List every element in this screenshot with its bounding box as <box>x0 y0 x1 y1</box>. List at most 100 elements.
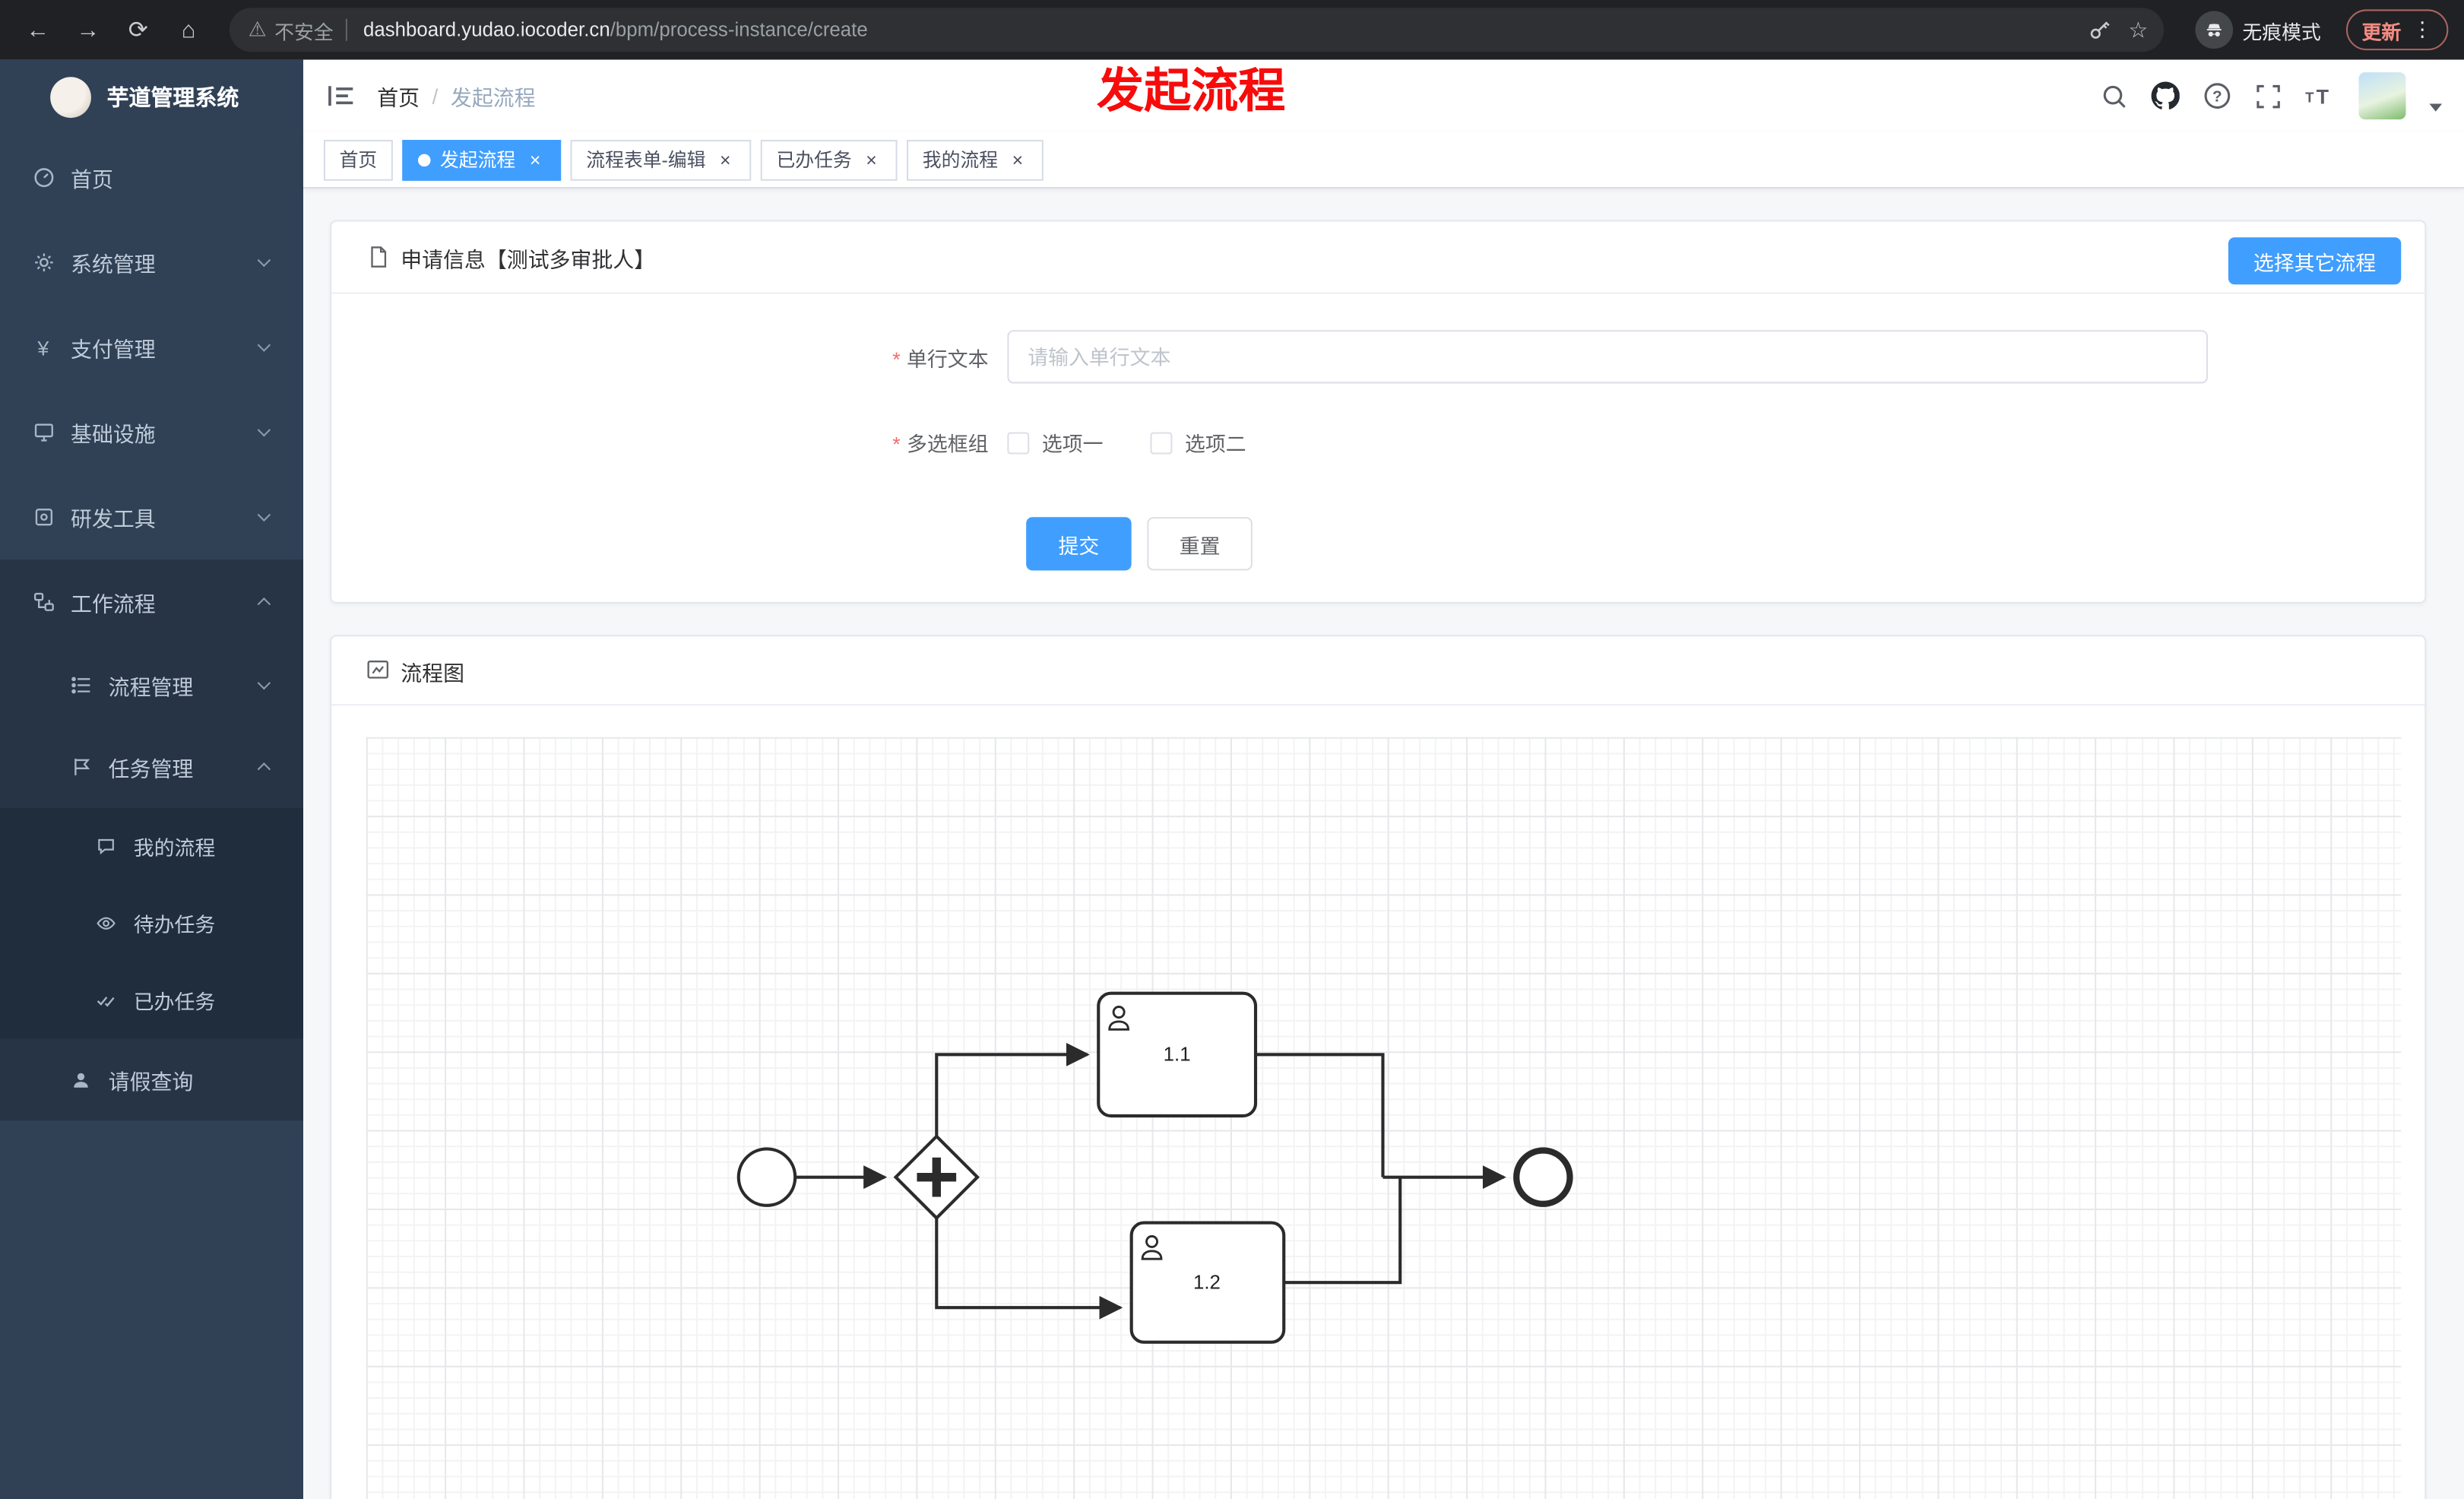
required-asterisk: * <box>892 346 901 370</box>
bpmn-start-event[interactable] <box>736 1147 797 1207</box>
choose-other-process-button[interactable]: 选择其它流程 <box>2228 237 2402 285</box>
submit-button[interactable]: 提交 <box>1026 517 1132 571</box>
process-diagram-card-title: 流程图 <box>401 661 464 685</box>
reset-button[interactable]: 重置 <box>1147 517 1253 571</box>
security-label: 不安全 <box>274 21 334 43</box>
user-task-icon <box>1141 1234 1163 1260</box>
breadcrumb: 首页 / 发起流程 <box>377 80 535 111</box>
bpmn-diagram: 1.1 1.2 <box>736 991 1573 1344</box>
tab-close-icon[interactable] <box>861 149 882 170</box>
document-icon <box>371 246 387 268</box>
svg-text:?: ? <box>2212 88 2222 106</box>
sidebar-item-infrastructure[interactable]: 基础设施 <box>0 390 303 475</box>
chevron-down-icon <box>257 676 271 690</box>
chat-bubble-icon <box>94 835 118 858</box>
flow-task2-out <box>1284 1177 1402 1285</box>
sidebar-item-process-management[interactable]: 流程管理 <box>0 644 304 727</box>
workflow-icon <box>31 590 55 613</box>
chevron-down-icon <box>257 423 271 437</box>
breadcrumb-current: 发起流程 <box>450 86 536 110</box>
checkbox-option-1[interactable]: 选项一 <box>1007 427 1103 457</box>
address-bar[interactable]: ⚠ 不安全 dashboard.yudao.iocoder.cn /bpm/pr… <box>229 8 2165 52</box>
page-content: 申请信息【测试多审批人】 选择其它流程 *单行文本 *多选框组 <box>303 189 2464 1499</box>
sidebar-collapse-icon[interactable] <box>327 84 355 109</box>
main-area: 首页 / 发起流程 <box>303 59 2464 1499</box>
tab-home[interactable]: 首页 <box>323 138 393 180</box>
browser-update-button[interactable]: 更新 ⋮ <box>2345 9 2449 51</box>
bpmn-canvas[interactable]: 1.1 1.2 <box>366 737 2402 1499</box>
gear-icon <box>31 251 55 274</box>
font-size-icon[interactable]: T T <box>2305 82 2335 110</box>
browser-home-button[interactable]: ⌂ <box>181 16 196 43</box>
app-logo-row[interactable]: 芋道管理系统 <box>0 60 303 135</box>
chevron-down-icon <box>257 508 271 522</box>
incognito-label: 无痕模式 <box>2242 21 2321 43</box>
github-icon[interactable] <box>2151 81 2180 110</box>
browser-forward-button[interactable]: → <box>76 16 100 43</box>
bpmn-user-task-2[interactable] <box>1129 1221 1286 1344</box>
bpmn-end-event[interactable] <box>1513 1147 1573 1207</box>
help-icon[interactable]: ? <box>2203 82 2231 110</box>
apply-info-card-title: 申请信息【测试多审批人】 <box>401 247 656 271</box>
checkbox-icon[interactable] <box>1150 431 1173 454</box>
task1-label: 1.1 <box>1164 1044 1191 1066</box>
form-row-text: *单行文本 <box>331 330 2424 384</box>
breadcrumb-home[interactable]: 首页 <box>377 86 420 110</box>
not-secure-warning-icon: ⚠ <box>248 17 267 41</box>
user-avatar[interactable] <box>2358 72 2406 120</box>
tab-close-icon[interactable] <box>1007 149 1028 170</box>
sidebar-item-workflow[interactable]: 工作流程 <box>0 559 304 645</box>
tab-form-edit[interactable]: 流程表单-编辑 <box>570 138 752 180</box>
sidebar-item-done-tasks[interactable]: 已办任务 <box>0 962 304 1039</box>
app-title: 芋道管理系统 <box>106 84 239 110</box>
tab-done-tasks[interactable]: 已办任务 <box>760 138 898 180</box>
sidebar-item-my-processes[interactable]: 我的流程 <box>0 807 304 886</box>
double-check-icon <box>94 989 118 1013</box>
sidebar-item-system-management[interactable]: 系统管理 <box>0 220 303 305</box>
dashboard-icon <box>31 166 55 189</box>
tab-close-icon[interactable] <box>525 149 546 170</box>
browser-back-button[interactable]: ← <box>26 16 50 43</box>
chevron-down-icon <box>257 253 271 268</box>
flag-icon <box>69 755 93 778</box>
parallel-gateway-plus-icon <box>917 1157 957 1197</box>
search-icon[interactable] <box>2101 83 2127 109</box>
chevron-up-icon <box>257 597 271 611</box>
diagram-icon <box>367 661 389 679</box>
sidebar-item-leave-query[interactable]: 请假查询 <box>0 1038 304 1121</box>
page-header: 首页 / 发起流程 <box>303 59 2464 132</box>
checkbox-group: 选项一 选项二 <box>1007 427 1246 457</box>
checkbox-group-label: *多选框组 <box>892 432 989 456</box>
sidebar-item-payment-management[interactable]: ¥ 支付管理 <box>0 305 303 390</box>
required-asterisk: * <box>892 432 901 456</box>
list-icon <box>69 673 93 697</box>
apply-info-card-header: 申请信息【测试多审批人】 <box>331 222 2425 294</box>
checkbox-icon[interactable] <box>1007 431 1030 454</box>
tabs-bar: 首页 发起流程 流程表单-编辑 已办任务 我的流程 <box>303 132 2464 189</box>
browser-menu-icon[interactable]: ⋮ <box>2412 17 2433 41</box>
sidebar-item-dev-tools[interactable]: 研发工具 <box>0 474 303 559</box>
bookmark-star-icon[interactable]: ☆ <box>2128 16 2149 42</box>
yen-icon: ¥ <box>37 335 49 360</box>
browser-toolbar: ← → ⟳ ⌂ ⚠ 不安全 dashboard.yudao.iocoder.cn… <box>0 0 2464 60</box>
single-line-text-input[interactable] <box>1007 330 2208 384</box>
sidebar-item-todo-tasks[interactable]: 待办任务 <box>0 885 304 962</box>
tab-my-processes[interactable]: 我的流程 <box>907 138 1044 180</box>
flow-gateway-to-task2 <box>935 1218 1123 1320</box>
fullscreen-icon[interactable] <box>2255 83 2282 109</box>
avatar-dropdown-caret-icon[interactable] <box>2429 103 2443 111</box>
sidebar: 芋道管理系统 首页 系统管理 <box>0 59 304 1499</box>
user-task-icon <box>1108 1006 1129 1031</box>
apply-info-card: 申请信息【测试多审批人】 选择其它流程 *单行文本 *多选框组 <box>330 220 2427 604</box>
sidebar-item-task-management[interactable]: 任务管理 <box>0 726 304 808</box>
checkbox-option-2[interactable]: 选项二 <box>1150 427 1246 457</box>
tab-start-process[interactable]: 发起流程 <box>402 138 562 180</box>
sidebar-item-home[interactable]: 首页 <box>0 135 303 220</box>
process-diagram-card-header: 流程图 <box>331 636 2425 706</box>
password-key-icon[interactable] <box>2088 17 2113 43</box>
browser-refresh-button[interactable]: ⟳ <box>128 17 148 44</box>
incognito-indicator: 无痕模式 <box>2195 11 2321 49</box>
tab-close-icon[interactable] <box>715 149 736 170</box>
bpmn-user-task-1[interactable] <box>1097 991 1258 1118</box>
